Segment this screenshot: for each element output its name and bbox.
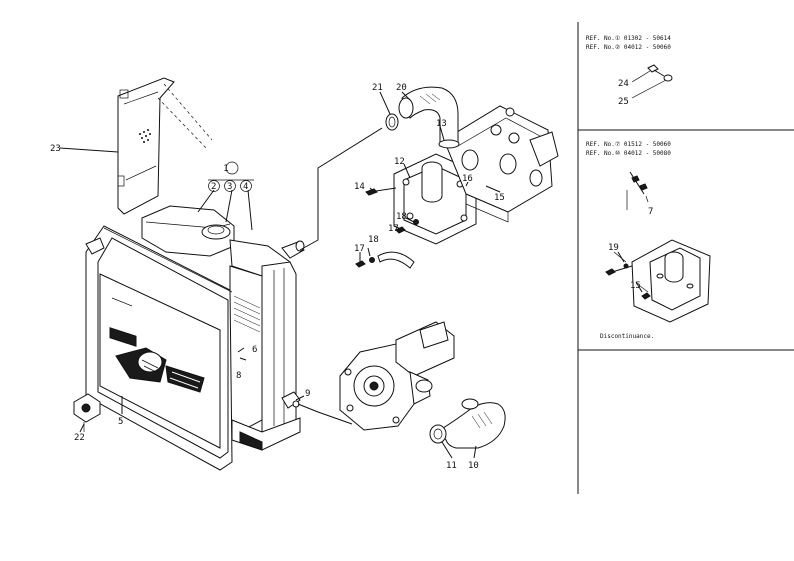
callout-23: 23 [50, 144, 61, 154]
callout-6: 6 [252, 345, 257, 355]
callout-17-lower: 17 [354, 244, 365, 254]
hose-hatching [419, 93, 441, 105]
discontinued-housing [605, 239, 711, 323]
callout-16: 16 [462, 174, 473, 184]
callout-20: 20 [396, 83, 407, 93]
callout-15-detail: 15 [630, 281, 641, 291]
callout-18-lower: 18 [368, 235, 379, 245]
ref-line-2b: REF. No.⑩ 04012 - 50080 [586, 150, 671, 157]
callout-15: 15 [494, 193, 505, 203]
upper-hose [385, 86, 460, 149]
callout-10: 10 [468, 461, 479, 471]
callout-12: 12 [394, 157, 405, 167]
leader-lines [59, 91, 643, 459]
stud-detail [626, 171, 649, 210]
callout-5: 5 [118, 417, 123, 427]
callout-13: 13 [436, 119, 447, 129]
lower-hose-hatching [471, 411, 493, 429]
callout-11: 11 [446, 461, 457, 471]
reference-panel: REF. No.① 01302 - 50614 REF. No.② 04012 … [577, 22, 794, 494]
vent-holes [139, 129, 151, 143]
ref-line-1b: REF. No.② 04012 - 50060 [586, 44, 671, 51]
callout-24: 24 [618, 79, 629, 89]
ref-line-2a: REF. No.⑦ 01512 - 50060 [586, 141, 671, 148]
cylinder-head [443, 105, 559, 223]
radiator-assembly [141, 205, 305, 451]
bolt-washer-detail [631, 64, 673, 99]
thermostat-housing [355, 153, 477, 269]
callout-7: 7 [648, 207, 653, 217]
hose-clamp-21 [385, 113, 399, 131]
grille-emblem-center [115, 347, 205, 393]
water-pump [339, 321, 455, 431]
callout-labels: 1 2 3 4 5 6 7 8 9 10 11 12 13 14 15 16 1… [50, 79, 653, 471]
front-grille [85, 225, 233, 471]
radiator-cap [201, 224, 231, 240]
callout-22: 22 [74, 433, 85, 443]
callout-19: 19 [608, 243, 619, 253]
ref-line-1a: REF. No.① 01302 - 50614 [586, 35, 671, 42]
shroud-panel [117, 77, 213, 215]
bolt-22 [73, 393, 101, 432]
callout-21: 21 [372, 83, 383, 93]
callout-8: 8 [236, 371, 241, 381]
callout-25: 25 [618, 97, 629, 107]
callout-9: 9 [305, 389, 310, 399]
callout-4: 4 [243, 182, 248, 192]
core-hatching [233, 295, 261, 333]
grille-emblem-top [109, 297, 137, 347]
lower-hose [429, 398, 506, 449]
callout-14: 14 [354, 182, 365, 192]
hose-route-line [299, 127, 383, 251]
pump-route-line [297, 403, 353, 425]
callout-18: 18 [396, 212, 407, 222]
callout-17: 17 [388, 224, 399, 234]
discontinuance-note: Discontinuance. [600, 333, 654, 340]
callout-3: 3 [227, 182, 232, 192]
hose-clamp-11 [429, 424, 447, 444]
callout-2: 2 [211, 182, 216, 192]
